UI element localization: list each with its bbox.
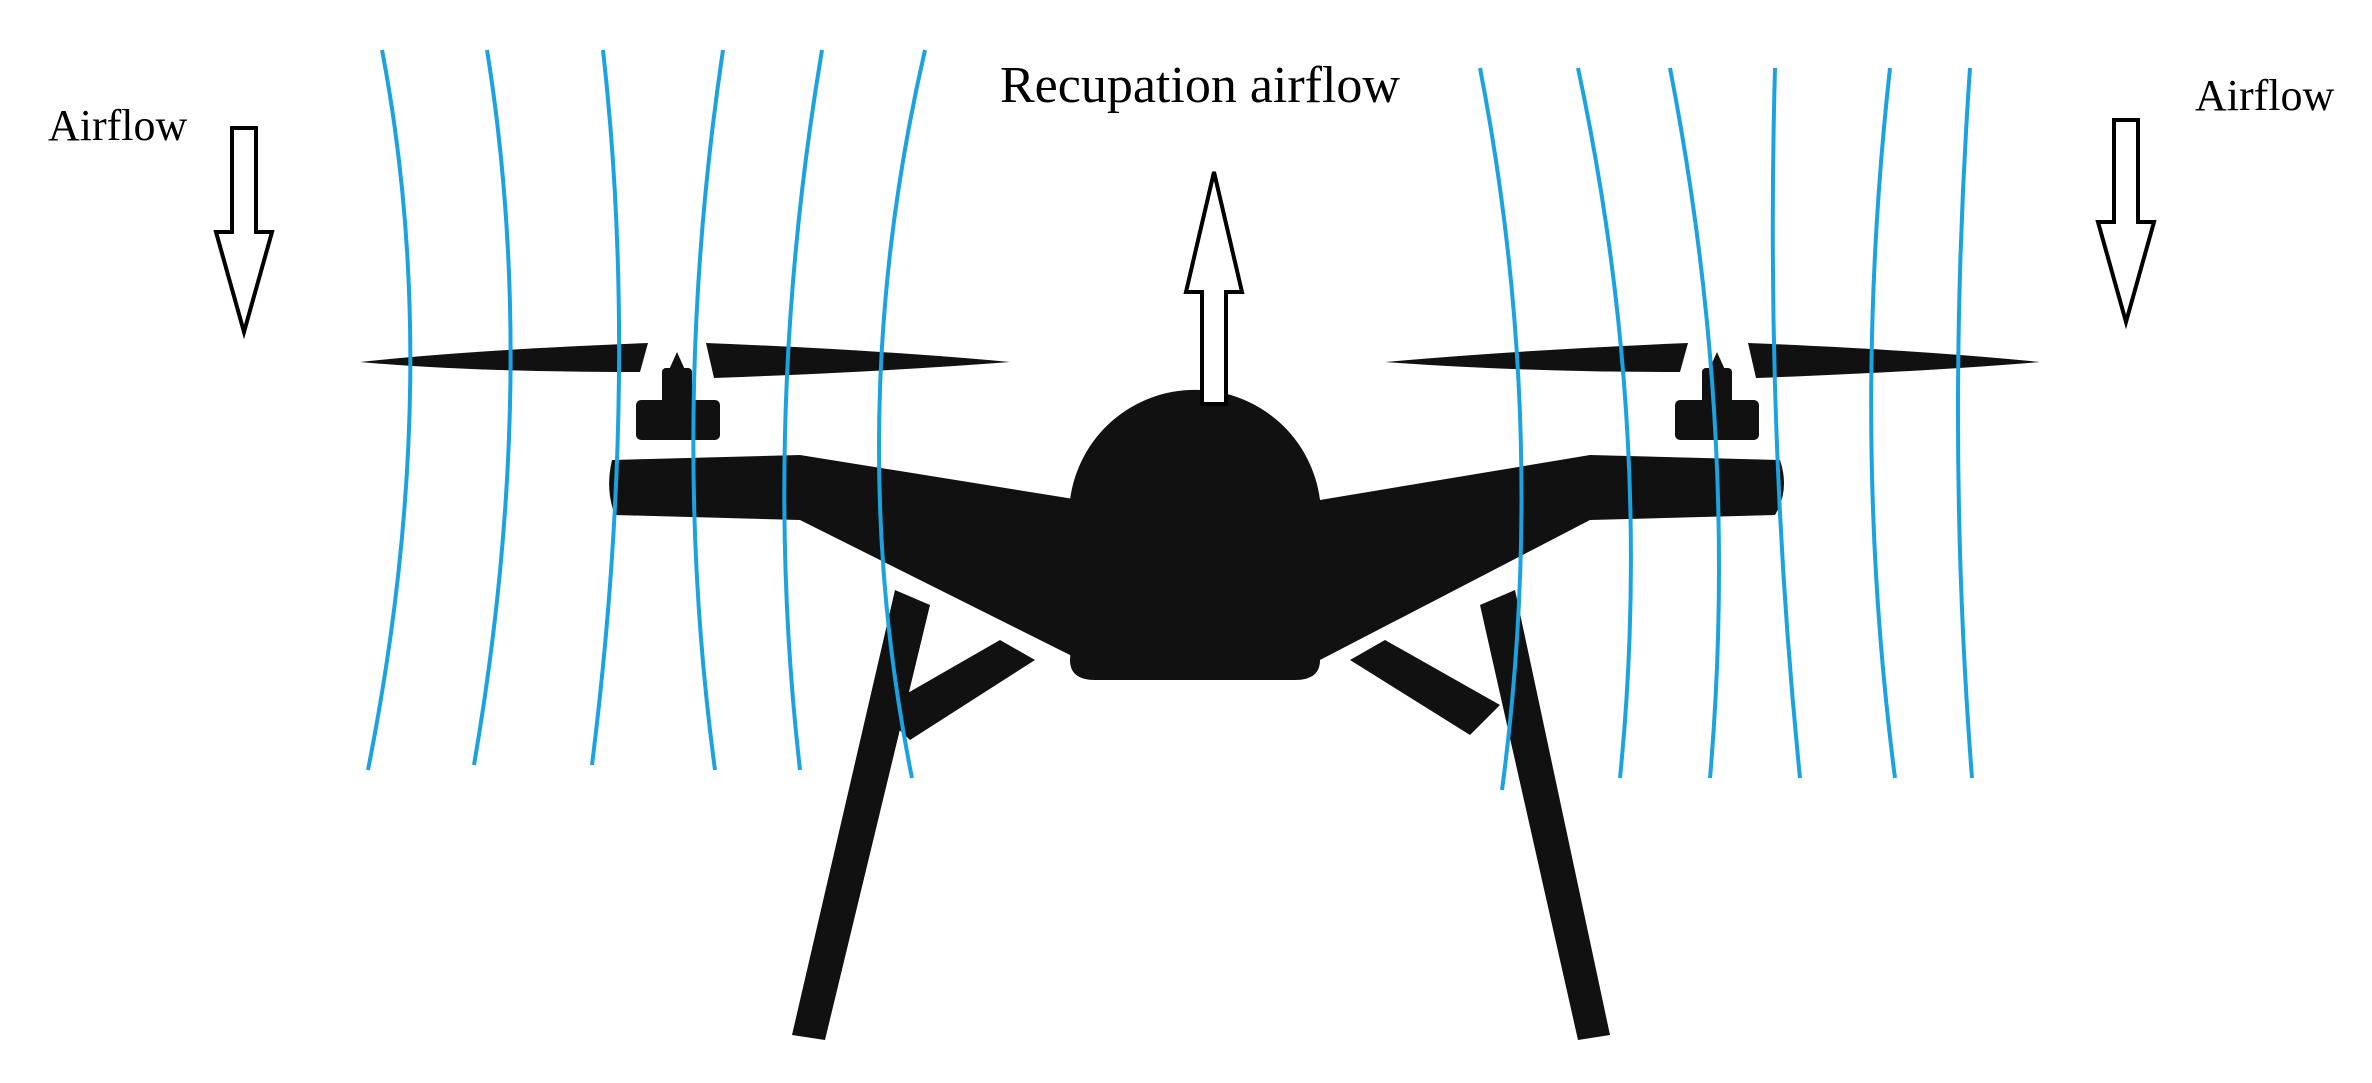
body-dome — [1070, 389, 1320, 500]
motor-right — [1675, 400, 1759, 440]
body-hub — [1070, 500, 1320, 680]
airflow-lines-left — [366, 49, 927, 779]
propeller-right-blade-a — [1385, 343, 1688, 372]
motor-left-shaft — [662, 368, 692, 408]
airflow-line — [1668, 67, 1721, 779]
propeller-left-blade-a — [360, 343, 648, 372]
down-arrow-icon — [2095, 118, 2157, 330]
propeller-right-blade-b — [1748, 343, 2040, 378]
airflow-lines-right — [1478, 67, 1974, 791]
motor-right-shaft — [1702, 368, 1732, 408]
airflow-line — [1869, 67, 1897, 779]
airflow-label-right: Airflow — [2195, 71, 2335, 120]
leg-left-brace — [878, 640, 1035, 740]
airflow-line — [1955, 67, 1974, 779]
airflow-line — [876, 49, 927, 779]
leg-right-brace — [1350, 640, 1500, 735]
airflow-line — [782, 49, 824, 771]
airflow-label-left: Airflow — [48, 101, 188, 150]
down-arrow-icon — [213, 126, 275, 340]
airflow-line — [590, 49, 622, 766]
motor-left — [636, 400, 720, 440]
motor-left-tip — [668, 352, 686, 372]
recupation-airflow-label: Recupation airflow — [1000, 57, 1400, 114]
leg-left-front — [792, 590, 930, 1040]
up-arrow-icon — [1183, 171, 1245, 406]
airflow-line — [1478, 67, 1524, 791]
leg-right-front — [1480, 590, 1610, 1040]
airflow-line — [366, 49, 413, 771]
airflow-line — [472, 49, 513, 766]
airflow-line — [1576, 67, 1633, 779]
airflow-line — [691, 49, 725, 771]
propeller-left-blade-b — [706, 343, 1010, 378]
airflow-line — [1770, 67, 1802, 779]
quadcopter-drone-icon — [360, 343, 2040, 1040]
